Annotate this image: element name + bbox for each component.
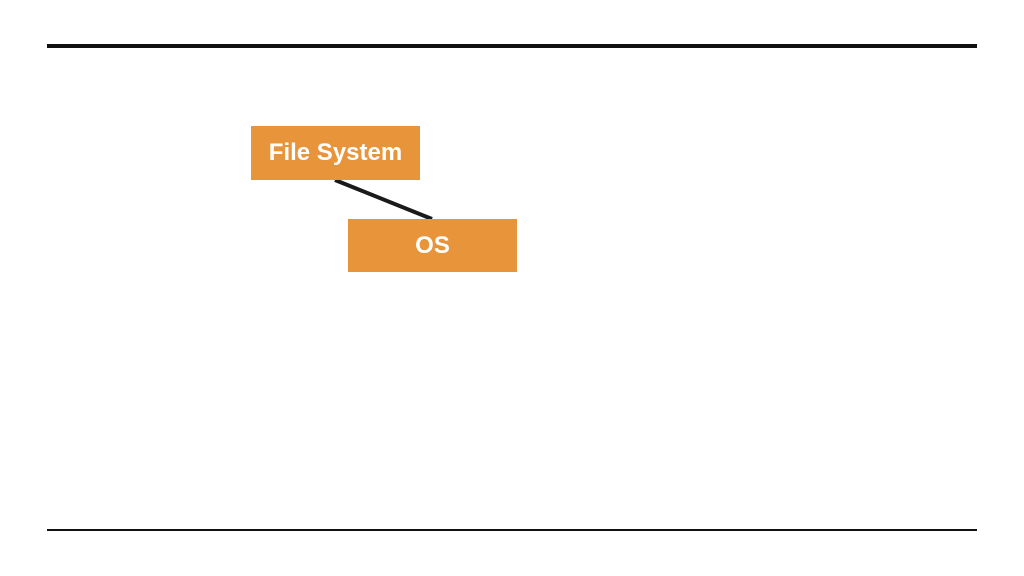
edge-file-system-to-os xyxy=(334,178,433,221)
bottom-divider xyxy=(47,529,977,531)
node-os-label: OS xyxy=(415,231,450,259)
top-divider xyxy=(47,44,977,48)
node-file-system: File System xyxy=(251,126,420,180)
node-os: OS xyxy=(348,219,517,272)
node-file-system-label: File System xyxy=(268,139,403,166)
